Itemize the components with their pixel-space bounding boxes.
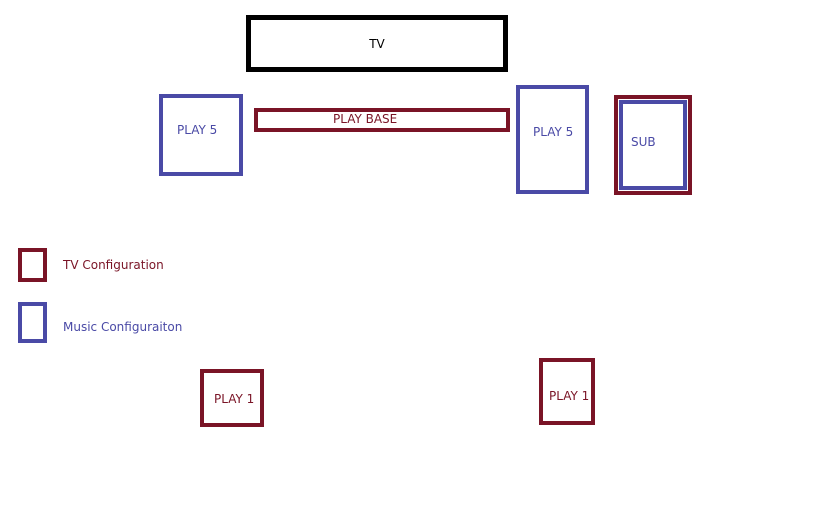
tv-box: TV [246, 15, 508, 72]
playbase-speaker: PLAY BASE [254, 108, 510, 132]
play1-right-label: PLAY 1 [549, 389, 590, 403]
play5-right-speaker: PLAY 5 [516, 85, 589, 194]
legend-tv-swatch [18, 248, 47, 282]
sub-label: SUB [631, 135, 656, 149]
play1-left-label: PLAY 1 [214, 392, 255, 406]
legend-music-label: Music Configuraiton [63, 320, 183, 334]
tv-label: TV [369, 36, 385, 51]
sub-tv-outline [614, 95, 692, 195]
play5-left-label: PLAY 5 [177, 123, 218, 137]
sub-speaker: SUB [619, 100, 687, 190]
playbase-label: PLAY BASE [333, 112, 398, 126]
play5-left-speaker: PLAY 5 [159, 94, 243, 176]
play5-right-label: PLAY 5 [533, 125, 574, 139]
legend-music-swatch [18, 302, 47, 343]
play1-right-speaker: PLAY 1 [539, 358, 595, 425]
legend-tv-label: TV Configuration [63, 258, 164, 272]
play1-left-speaker: PLAY 1 [200, 369, 264, 427]
